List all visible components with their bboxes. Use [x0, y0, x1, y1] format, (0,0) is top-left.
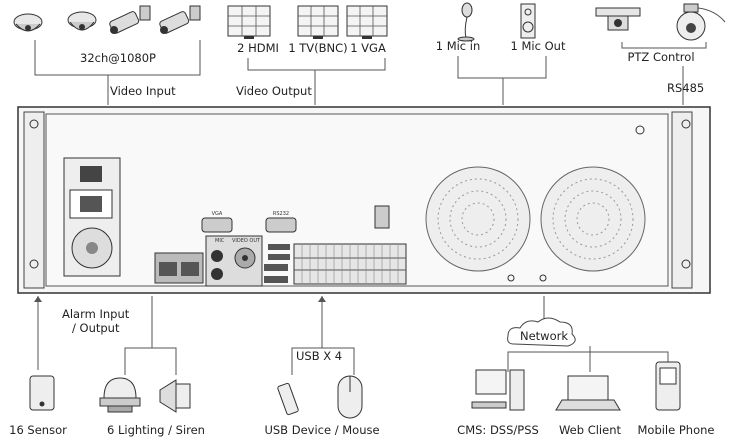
- alarm-bracket: [124, 347, 177, 375]
- cloud-icon: [507, 317, 576, 347]
- cms-label: CMS: DSS/PSS: [457, 423, 539, 437]
- bullet-camera-icon: [109, 5, 151, 34]
- vga-label: 1 VGA: [350, 41, 386, 55]
- ptz-bracket: [621, 42, 707, 49]
- dome-camera-icon: [67, 11, 97, 31]
- audio-video-ports: MIC VIDEO OUT: [205, 235, 263, 287]
- speaker-icon: [520, 3, 536, 39]
- video-output-label: Video Output: [236, 84, 312, 98]
- siren-icon: [159, 379, 191, 413]
- warning-light-icon: [99, 377, 141, 413]
- network-label: Network: [520, 329, 568, 343]
- monitor-bracket: [247, 58, 386, 71]
- mobile-phone-icon: [655, 361, 681, 411]
- monitor-icon: [297, 5, 339, 39]
- desktop-computer-icon: [471, 369, 525, 411]
- dome-camera-icon: [13, 13, 43, 32]
- video-input-label: Video Input: [110, 84, 176, 98]
- mic-in-label: 1 Mic in: [436, 39, 481, 53]
- ptz-label: PTZ Control: [627, 50, 694, 64]
- cameras-label: 32ch@1080P: [80, 51, 156, 65]
- power-supply: [63, 157, 121, 277]
- vga-port: VGA: [201, 211, 233, 233]
- camera-bracket: [34, 40, 201, 76]
- svg-text:VGA: VGA: [212, 211, 223, 217]
- usb-label: USB X 4: [296, 349, 342, 363]
- lan-ports: [154, 252, 204, 284]
- svg-text:RS232: RS232: [273, 211, 289, 217]
- ptz-camera-icon: [595, 7, 641, 31]
- usb-ports: [268, 244, 290, 260]
- alarm-label: Alarm Input: [62, 307, 130, 321]
- fan-grille-right: [540, 166, 646, 272]
- usb-bracket: [291, 347, 355, 375]
- esata-port: [374, 205, 390, 229]
- fan-grille-left: [425, 166, 531, 272]
- bullet-camera-icon: [159, 5, 201, 34]
- mic-out-label: 1 Mic Out: [511, 39, 566, 53]
- alarm-terminal-block: [293, 243, 407, 285]
- monitor-icon: [227, 5, 271, 39]
- monitor-icon: [346, 5, 388, 39]
- rs232-port: RS232: [265, 211, 297, 233]
- rs485-label: RS485: [667, 81, 704, 95]
- usb-stick-icon: [277, 382, 299, 416]
- laptop-icon: [555, 375, 621, 411]
- microphone-icon: [457, 2, 475, 42]
- lighting-label: 6 Lighting / Siren: [107, 423, 205, 437]
- mobile-label: Mobile Phone: [637, 423, 714, 437]
- network-bracket: [507, 351, 669, 372]
- alarm-label-2: / Output: [72, 321, 120, 335]
- mouse-icon: [337, 375, 363, 419]
- tv-label: 1 TV(BNC): [288, 41, 347, 55]
- audio-bracket: [457, 56, 547, 79]
- hdmi-label: 2 HDMI: [237, 41, 279, 55]
- usb-device-label: USB Device / Mouse: [264, 423, 379, 437]
- svg-text:VIDEO OUT: VIDEO OUT: [232, 238, 261, 244]
- sensor-icon: [29, 375, 55, 411]
- sensor-label: 16 Sensor: [9, 423, 67, 437]
- web-client-label: Web Client: [559, 423, 622, 437]
- hdmi-ports: [264, 264, 288, 283]
- svg-text:MIC: MIC: [215, 238, 225, 244]
- speed-dome-icon: [676, 3, 726, 41]
